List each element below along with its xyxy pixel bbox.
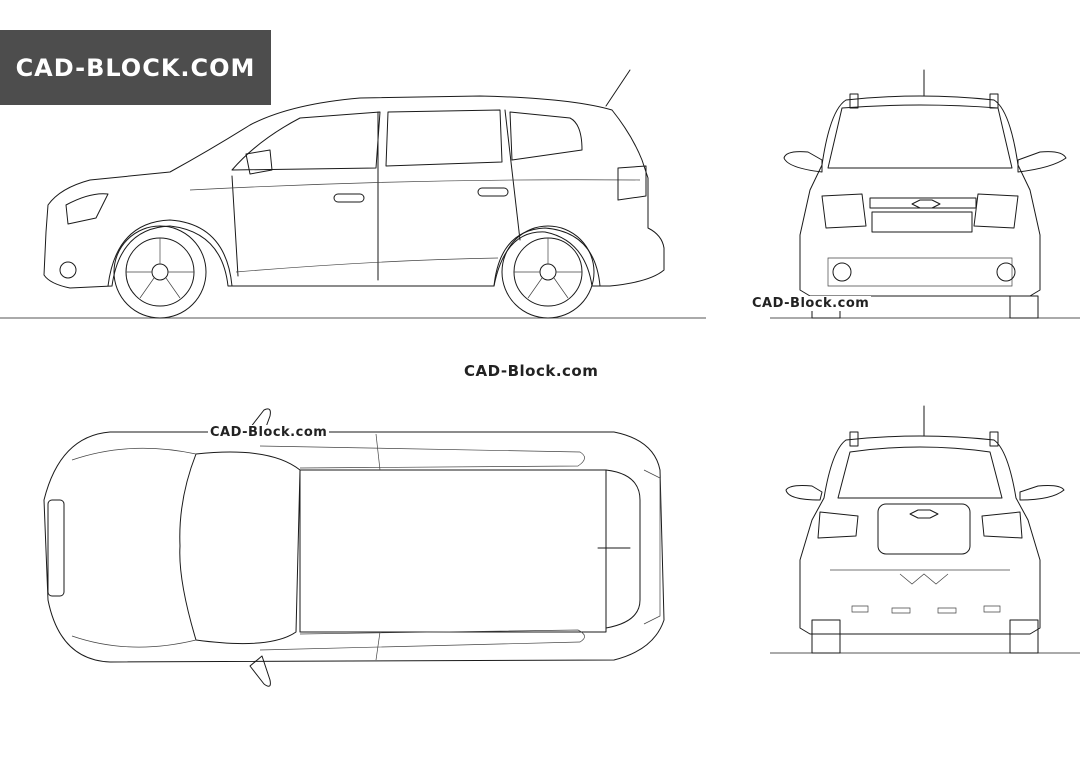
side-shoulder-line — [190, 180, 640, 190]
front-headlight-left — [822, 194, 866, 228]
rear-roof-rail-right — [990, 432, 998, 446]
rear-body-outline — [800, 436, 1040, 634]
front-bowtie-logo — [912, 200, 940, 208]
front-fog-right — [997, 263, 1015, 281]
side-antenna — [606, 70, 630, 106]
side-rocker-line — [236, 258, 498, 272]
top-roof — [300, 470, 606, 632]
front-roof-rail-left — [850, 94, 858, 108]
rear-reflector-4 — [984, 606, 1000, 612]
rear-mirror-left — [786, 486, 822, 501]
top-roof-rail-right — [260, 630, 585, 650]
side-rear-window — [386, 110, 502, 166]
front-mirror-left — [784, 152, 822, 172]
brand-badge: CAD-BLOCK.COM — [0, 30, 271, 105]
front-fog-left — [833, 263, 851, 281]
side-taillight — [618, 166, 646, 200]
rear-window — [838, 447, 1002, 498]
side-front-door-edge — [232, 176, 238, 276]
top-rear-bumper — [644, 470, 660, 624]
front-body-outline — [800, 96, 1040, 296]
rear-reflector-3 — [938, 608, 956, 613]
rear-diffuser — [900, 574, 948, 584]
front-mirror-right — [1018, 152, 1066, 172]
rear-mirror-right — [1020, 486, 1064, 501]
rear-reflector-2 — [892, 608, 910, 613]
side-quarter-window — [510, 112, 582, 160]
side-front-arch — [108, 220, 232, 286]
side-body-outline — [44, 96, 664, 288]
watermark-center: CAD-Block.com — [464, 362, 599, 380]
side-headlight — [66, 194, 108, 224]
top-windshield — [180, 452, 300, 644]
front-air-intake — [828, 258, 1012, 286]
side-rear-door-edge — [505, 110, 520, 240]
watermark-top-view: CAD-Block.com — [208, 425, 330, 440]
watermark-front-view: CAD-Block.com — [750, 296, 872, 311]
side-view — [0, 70, 706, 318]
front-tire-right — [1010, 296, 1038, 318]
rear-roof-rail-left — [850, 432, 858, 446]
side-mirror — [246, 150, 272, 174]
rear-taillight-left — [818, 512, 858, 538]
side-rear-arch — [494, 228, 600, 286]
rear-taillight-right — [982, 512, 1022, 538]
side-rear-wheel — [502, 226, 594, 318]
top-mirror-left — [250, 409, 270, 438]
top-grille — [48, 500, 64, 596]
front-roof-rail-right — [990, 94, 998, 108]
rear-tire-left — [812, 620, 840, 653]
rear-tire-right — [1010, 620, 1038, 653]
rear-plate-area — [878, 504, 970, 554]
rear-view — [770, 406, 1080, 653]
top-mirror-right — [250, 656, 270, 686]
side-rear-handle — [478, 188, 508, 196]
top-rear-window — [606, 470, 640, 628]
rear-bowtie-logo — [910, 510, 938, 518]
side-front-wheel — [114, 226, 206, 318]
rear-reflector-1 — [852, 606, 868, 612]
front-headlight-right — [974, 194, 1018, 228]
front-windshield — [828, 105, 1012, 168]
side-front-window — [232, 112, 380, 170]
side-fog-light — [60, 262, 76, 278]
front-lower-grille — [872, 212, 972, 232]
top-door-split-left — [376, 434, 380, 470]
top-view — [44, 409, 664, 686]
top-hood-lines — [72, 448, 196, 647]
top-roof-rail-left — [260, 446, 585, 468]
top-door-split-right — [376, 632, 380, 660]
brand-badge-text: CAD-BLOCK.COM — [15, 53, 256, 82]
top-body-outline — [44, 432, 664, 662]
front-view — [770, 70, 1080, 318]
side-front-handle — [334, 194, 364, 202]
